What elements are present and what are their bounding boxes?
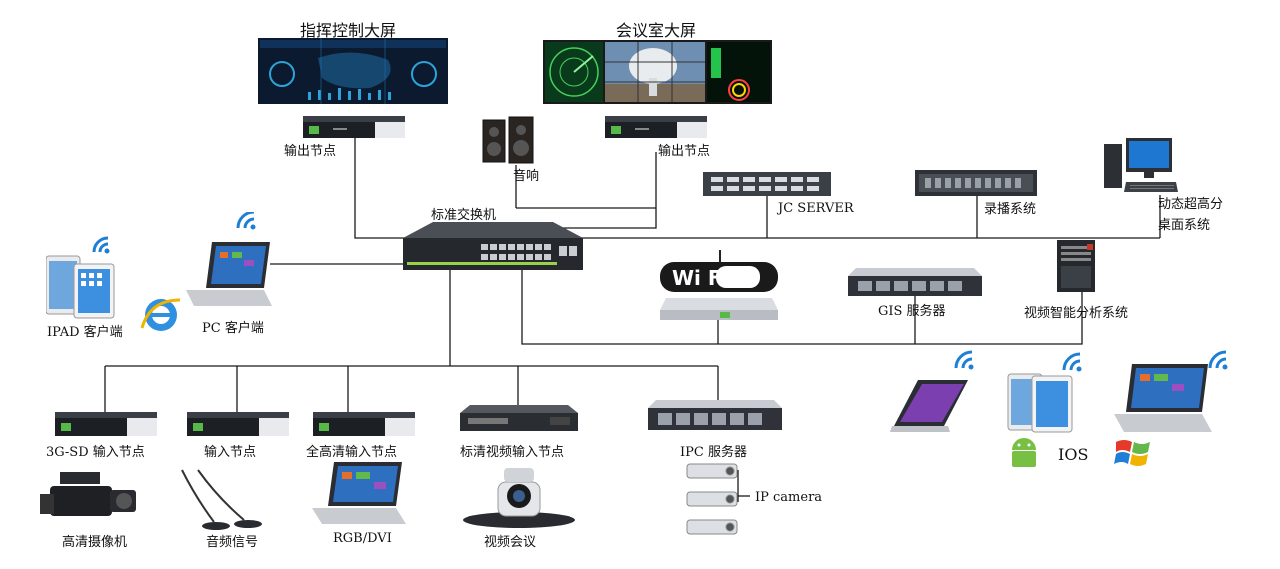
- pc-client-label: PC 客户端: [202, 321, 264, 336]
- sd-video-input-node-device: [460, 405, 578, 431]
- output-node-left-label: 输出节点: [284, 144, 337, 159]
- hd-input-node-label: 全高清输入节点: [306, 445, 398, 460]
- ipad-client-icon: [46, 236, 115, 319]
- jc-server-device: [703, 172, 831, 196]
- wifi-text: Wi Fi: [672, 266, 728, 290]
- video-conference-camera-icon: [463, 468, 575, 528]
- output-node-right-label: 输出节点: [658, 144, 711, 159]
- sd-input-node-label: 3G-SD 输入节点: [46, 445, 145, 460]
- input-node-device: [187, 412, 289, 436]
- ios-label: IOS: [1058, 445, 1089, 464]
- sd-input-node-device: [55, 412, 157, 436]
- android-icon: [1012, 438, 1036, 467]
- sd-video-input-node-label: 标清视频输入节点: [460, 445, 565, 460]
- gis-server-device: [848, 268, 982, 296]
- desktop-system-label-line1: 动态超高分: [1158, 197, 1224, 212]
- video-analysis-label: 视频智能分析系统: [1024, 306, 1129, 321]
- speaker-icon: [482, 116, 534, 164]
- ie-browser-icon: [140, 298, 181, 331]
- audio-signal-label: 音频信号: [206, 535, 259, 550]
- desktop-computer-icon: [1104, 138, 1178, 192]
- recording-system-device: [915, 170, 1037, 196]
- switch-label: 标准交换机: [431, 208, 497, 223]
- wifi-router-device: Wi Fi: [660, 250, 778, 320]
- ip-camera-icons: [686, 463, 738, 535]
- gis-server-label: GIS 服务器: [878, 304, 946, 319]
- meeting-screen-display: [543, 40, 772, 104]
- ipc-server-label: IPC 服务器: [680, 445, 747, 460]
- ios-android-tablet-icon: [1007, 352, 1082, 467]
- output-node-left-device: [303, 116, 405, 138]
- ipc-server-device: [648, 400, 782, 430]
- hd-input-node-device: [313, 412, 415, 436]
- windows-logo-icon: [1114, 440, 1150, 466]
- hd-camera-label: 高清摄像机: [62, 535, 128, 550]
- rgb-dvi-laptop-icon: [312, 462, 406, 524]
- pc-client-laptop-icon: [186, 212, 272, 306]
- command-screen-display: [258, 38, 448, 104]
- video-conf-label: 视频会议: [484, 535, 537, 550]
- workstation-tower-icon: [1057, 240, 1095, 292]
- meeting-screen-label: 会议室大屏: [616, 21, 697, 40]
- hd-camcorder-icon: [40, 472, 136, 516]
- windows-laptop-icon: [1114, 350, 1228, 466]
- rgb-dvi-label: RGB/DVI: [333, 531, 392, 546]
- input-node-label: 输入节点: [204, 445, 257, 460]
- speaker-label: 音响: [513, 169, 540, 184]
- desktop-system-label-line2: 桌面系统: [1158, 218, 1211, 233]
- recording-system-label: 录播系统: [984, 202, 1037, 217]
- output-node-right-device: [605, 116, 707, 138]
- command-screen-label: 指挥控制大屏: [300, 21, 397, 40]
- tablet-stand-icon: [890, 350, 974, 432]
- ipad-client-label: IPAD 客户端: [47, 325, 123, 340]
- jc-server-label: JC SERVER: [778, 201, 854, 216]
- microphone-icons: [181, 469, 262, 530]
- ip-camera-label: IP camera: [755, 490, 823, 505]
- network-switch-device: [403, 222, 583, 270]
